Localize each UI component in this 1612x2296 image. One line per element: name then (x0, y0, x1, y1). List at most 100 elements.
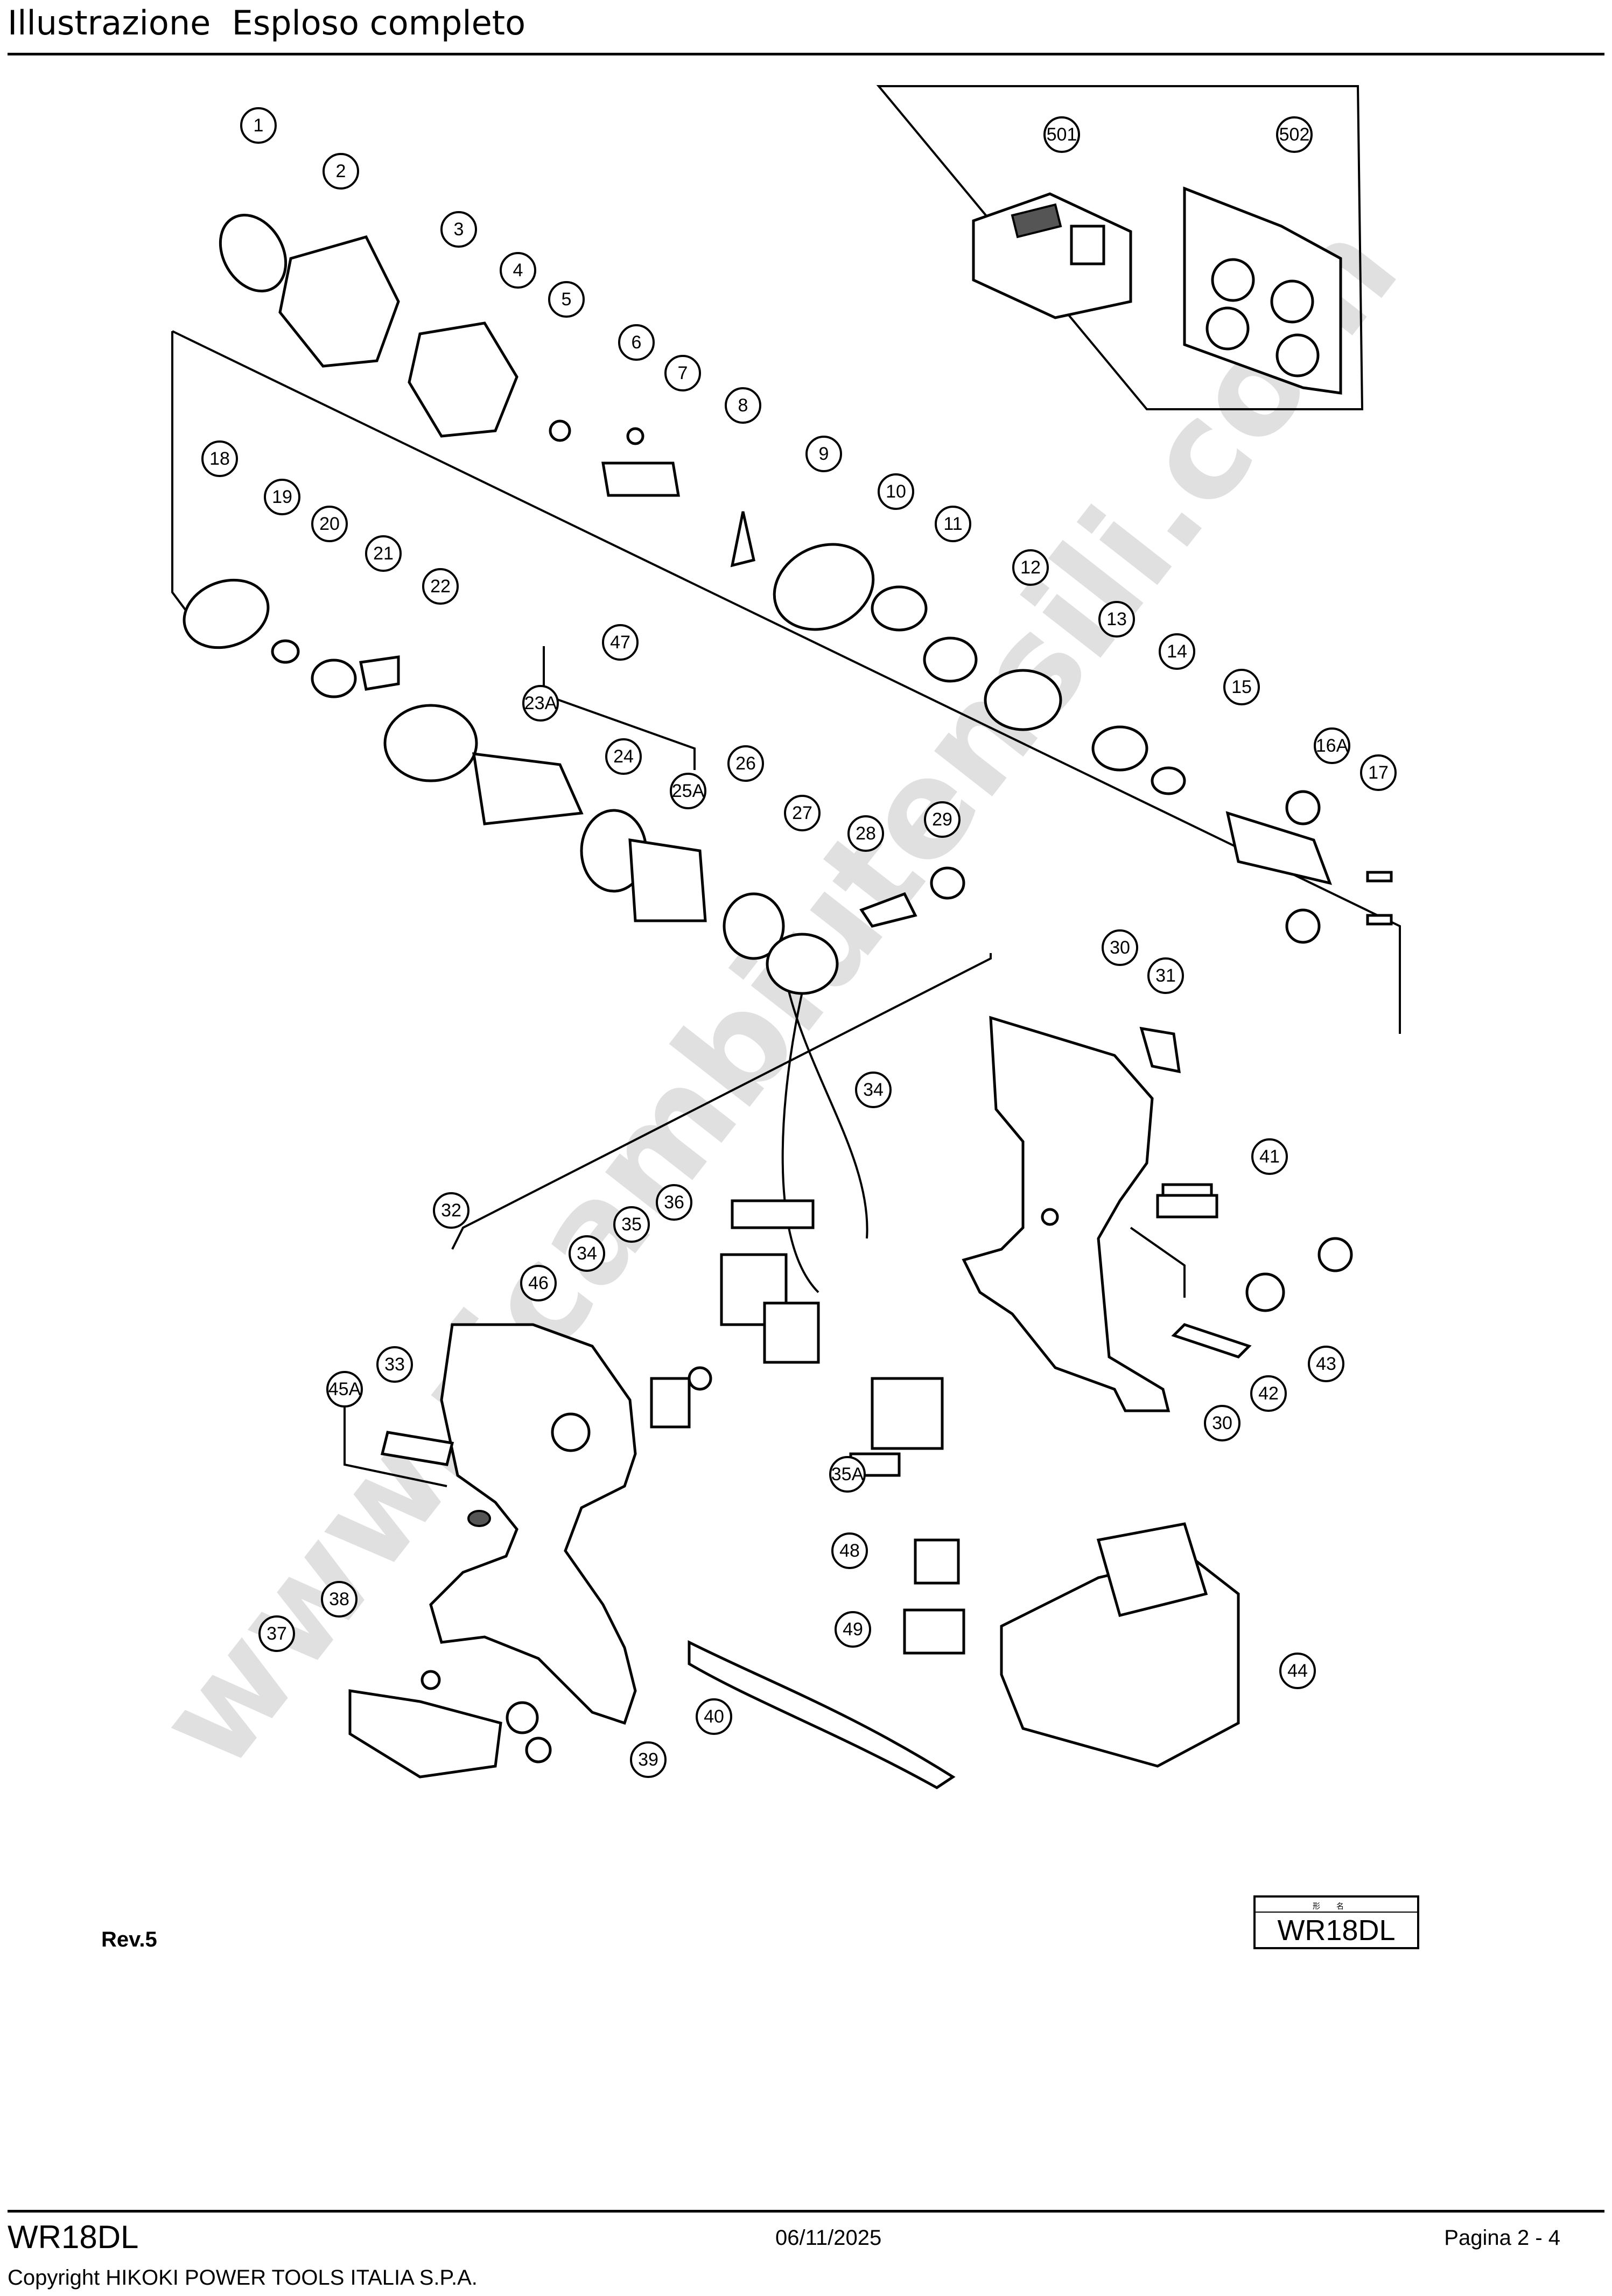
page-title: Illustrazione Esploso completo (8, 3, 525, 43)
housing-left-half (429, 1323, 637, 1725)
callout-30b: 30 (1204, 1405, 1240, 1441)
svg-text:6: 6 (632, 332, 642, 353)
footer-page-number: Pagina 2 - 4 (1444, 2226, 1560, 2250)
svg-text:42: 42 (1258, 1383, 1279, 1404)
callout-33: 33 (376, 1346, 413, 1383)
callout-9: 9 (805, 436, 842, 472)
callout-38: 38 (321, 1581, 358, 1618)
svg-text:46: 46 (528, 1273, 549, 1293)
watermark: www.ricambiutensili.com (128, 194, 1427, 1796)
svg-text:32: 32 (441, 1200, 461, 1221)
model-box-kanji: 形名 (1256, 1901, 1417, 1913)
svg-text:36: 36 (664, 1192, 684, 1213)
callout-31: 31 (1147, 957, 1184, 994)
callout-21: 21 (365, 535, 402, 572)
callout-12: 12 (1012, 549, 1049, 586)
callout-11: 11 (935, 506, 971, 542)
callout-19: 19 (264, 479, 300, 515)
footer-date: 06/11/2025 (775, 2226, 882, 2250)
svg-text:38: 38 (329, 1589, 349, 1609)
svg-text:7: 7 (678, 363, 688, 383)
svg-text:12: 12 (1020, 557, 1041, 578)
svg-text:10: 10 (886, 481, 906, 502)
svg-text:22: 22 (430, 576, 451, 597)
svg-text:28: 28 (856, 823, 876, 844)
callout-32: 32 (433, 1192, 469, 1229)
svg-text:34: 34 (863, 1080, 884, 1100)
callout-44: 44 (1279, 1653, 1316, 1689)
svg-text:14: 14 (1167, 641, 1187, 662)
callout-41: 41 (1251, 1138, 1288, 1175)
svg-text:5: 5 (562, 289, 572, 310)
callout-40: 40 (696, 1698, 732, 1735)
svg-text:26: 26 (735, 753, 756, 774)
svg-text:43: 43 (1316, 1354, 1336, 1374)
svg-text:3: 3 (454, 219, 464, 240)
battery-44 (1000, 1522, 1240, 1768)
callout-13: 13 (1098, 601, 1135, 638)
svg-text:44: 44 (1287, 1661, 1308, 1681)
model-box-name: WR18DL (1277, 1914, 1396, 1947)
svg-text:30: 30 (1110, 937, 1130, 958)
footer-copyright: Copyright HIKOKI POWER TOOLS ITALIA S.P.… (8, 2266, 478, 2290)
svg-text:8: 8 (738, 395, 748, 416)
callout-2: 2 (323, 153, 359, 190)
svg-text:47: 47 (610, 632, 630, 653)
assembly-lines (171, 330, 1401, 1487)
svg-text:23A: 23A (524, 693, 557, 713)
svg-text:37: 37 (267, 1623, 287, 1644)
svg-text:31: 31 (1155, 965, 1176, 986)
callout-34b: 34 (569, 1235, 605, 1272)
footer-rule (8, 2210, 1604, 2213)
svg-text:15: 15 (1231, 677, 1252, 697)
callout-20: 20 (311, 506, 348, 542)
svg-text:33: 33 (384, 1354, 405, 1375)
header-rule (8, 53, 1604, 55)
callout-23a: 23A (522, 685, 559, 722)
svg-text:39: 39 (638, 1749, 658, 1770)
revision-label: Rev.5 (101, 1928, 157, 1951)
svg-text:4: 4 (513, 260, 523, 281)
callout-502: 502 (1276, 116, 1313, 153)
callout-27: 27 (784, 795, 821, 831)
callout-39: 39 (630, 1741, 667, 1778)
switch-parts (380, 1194, 1353, 1655)
svg-text:9: 9 (819, 444, 829, 464)
callout-16a: 16A (1314, 727, 1350, 764)
svg-text:502: 502 (1279, 124, 1310, 145)
svg-text:11: 11 (943, 514, 962, 534)
parts-middle (183, 578, 965, 995)
callout-37: 37 (258, 1615, 295, 1652)
svg-text:501: 501 (1047, 124, 1077, 145)
svg-text:2: 2 (336, 161, 346, 181)
svg-text:1: 1 (254, 115, 264, 136)
svg-text:27: 27 (792, 803, 812, 823)
callout-49: 49 (835, 1611, 871, 1648)
svg-text:16A: 16A (1316, 736, 1349, 756)
callout-8: 8 (725, 387, 761, 424)
footer-model: WR18DL (8, 2219, 139, 2255)
svg-text:35: 35 (621, 1214, 642, 1235)
svg-text:40: 40 (704, 1706, 724, 1727)
callout-7: 7 (664, 355, 701, 391)
callout-45a: 45A (326, 1371, 363, 1408)
callout-14: 14 (1159, 633, 1195, 670)
callout-26: 26 (727, 745, 764, 782)
svg-text:45A: 45A (328, 1379, 361, 1399)
model-box: 形名 WR18DL (1253, 1895, 1419, 1949)
callout-30: 30 (1102, 929, 1138, 966)
callout-46: 46 (520, 1265, 557, 1301)
callout-17: 17 (1360, 754, 1397, 791)
parts-upper (219, 213, 1393, 944)
callout-6: 6 (618, 324, 655, 361)
callout-5: 5 (548, 281, 585, 318)
callout-24: 24 (605, 738, 642, 775)
svg-text:17: 17 (1368, 762, 1389, 783)
svg-text:30: 30 (1212, 1413, 1232, 1433)
svg-text:25A: 25A (672, 781, 705, 801)
callout-29: 29 (924, 801, 961, 838)
svg-text:24: 24 (613, 746, 634, 767)
svg-text:21: 21 (373, 543, 394, 564)
svg-text:19: 19 (272, 487, 292, 507)
